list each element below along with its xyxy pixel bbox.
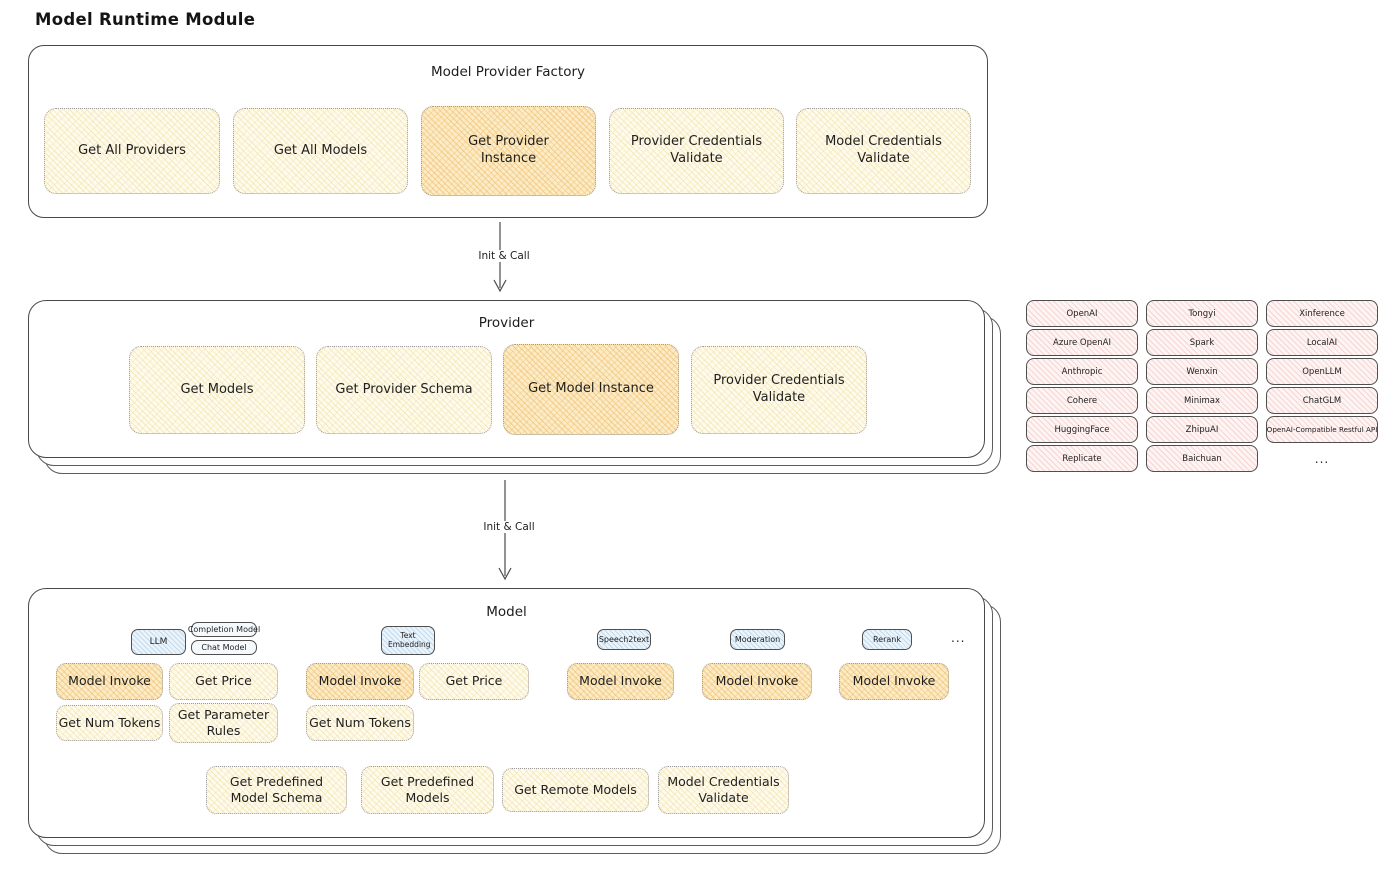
provider-chip-localai: LocalAI — [1266, 329, 1378, 356]
provider-chip-azure-openai: Azure OpenAI — [1026, 329, 1138, 356]
provider-chip-openai-compatible: OpenAI-Compatible Restful API — [1266, 416, 1378, 443]
action-box-llm-model-invoke: Model Invoke — [56, 663, 163, 700]
model-type-badge-text-embedding: Text Embedding — [381, 626, 435, 655]
action-box-llm-get-num-tokens: Get Num Tokens — [56, 705, 163, 741]
provider-box-label: Get Model Instance — [528, 381, 654, 397]
action-box-rerank-model-invoke: Model Invoke — [839, 663, 949, 700]
provider-box-get-provider-schema: Get Provider Schema — [316, 346, 492, 434]
provider-chip-replicate: Replicate — [1026, 445, 1138, 472]
factory-box-model-credentials-validate: Model Credentials Validate — [796, 108, 971, 194]
provider-chip-tongyi: Tongyi — [1146, 300, 1258, 327]
provider-chip-huggingface: HuggingFace — [1026, 416, 1138, 443]
action-box-get-predefined-models: Get Predefined Models — [361, 766, 494, 814]
init-call-label-2: Init & Call — [465, 521, 553, 533]
page-title: Model Runtime Module — [35, 10, 256, 29]
action-box-embedding-get-num-tokens: Get Num Tokens — [306, 705, 414, 741]
provider-box-get-model-instance: Get Model Instance — [503, 344, 679, 435]
provider-box-get-models: Get Models — [129, 346, 305, 434]
provider-chip-chatglm: ChatGLM — [1266, 387, 1378, 414]
factory-panel: Model Provider Factory Get All Providers… — [28, 45, 988, 218]
action-box-label: Model Credentials Validate — [667, 773, 780, 805]
provider-panel: Provider Get Models Get Provider Schema … — [28, 300, 985, 458]
model-type-tag-completion-model: Completion Model — [188, 622, 260, 637]
factory-box-provider-credentials-validate: Provider Credentials Validate — [609, 108, 784, 194]
factory-box-label: Get All Providers — [78, 142, 186, 158]
provider-chips-ellipsis: ... — [1314, 451, 1330, 466]
action-box-embedding-model-invoke: Model Invoke — [306, 663, 414, 700]
action-box-label: Get Parameter Rules — [177, 706, 270, 738]
action-box-label: Get Predefined Model Schema — [229, 773, 324, 805]
model-type-badge-moderation: Moderation — [730, 629, 785, 650]
factory-box-label: Get Provider Instance — [468, 134, 549, 166]
factory-box-label: Get All Models — [273, 142, 368, 158]
action-box-get-remote-models: Get Remote Models — [502, 768, 649, 812]
action-box-llm-get-parameter-rules: Get Parameter Rules — [169, 703, 278, 743]
provider-chips-grid: OpenAI Tongyi Xinference Azure OpenAI Sp… — [1026, 300, 1378, 472]
factory-box-get-all-models: Get All Models — [233, 108, 408, 194]
model-type-badge-rerank: Rerank — [862, 629, 912, 650]
provider-box-label: Get Provider Schema — [335, 381, 473, 397]
model-panel: Model LLM Completion Model Chat Model Te… — [28, 588, 985, 838]
action-box-get-predefined-model-schema: Get Predefined Model Schema — [206, 766, 347, 814]
action-box-llm-get-price: Get Price — [169, 663, 278, 700]
factory-box-get-all-providers: Get All Providers — [44, 108, 220, 194]
provider-chip-baichuan: Baichuan — [1146, 445, 1258, 472]
model-type-badge-speech2text: Speech2text — [597, 629, 651, 650]
init-call-label-1: Init & Call — [460, 250, 548, 262]
provider-chip-anthropic: Anthropic — [1026, 358, 1138, 385]
action-box-moderation-model-invoke: Model Invoke — [702, 663, 812, 700]
provider-box-label: Get Models — [180, 381, 254, 397]
provider-chip-minimax: Minimax — [1146, 387, 1258, 414]
model-type-badge-llm: LLM — [131, 629, 186, 655]
provider-box-provider-credentials-validate: Provider Credentials Validate — [691, 346, 867, 434]
factory-panel-title: Model Provider Factory — [430, 64, 585, 80]
provider-chip-cohere: Cohere — [1026, 387, 1138, 414]
model-panel-title: Model — [486, 604, 527, 620]
provider-chip-spark: Spark — [1146, 329, 1258, 356]
provider-chip-openai: OpenAI — [1026, 300, 1138, 327]
model-type-tag-chat-model: Chat Model — [191, 640, 257, 655]
model-types-ellipsis: ... — [951, 631, 966, 645]
factory-box-label: Provider Credentials Validate — [630, 134, 763, 166]
badge-label: Text Embedding — [388, 630, 431, 649]
provider-chip-openllm: OpenLLM — [1266, 358, 1378, 385]
factory-box-label: Model Credentials Validate — [825, 134, 942, 166]
action-box-speech2text-model-invoke: Model Invoke — [567, 663, 674, 700]
provider-chip-xinference: Xinference — [1266, 300, 1378, 327]
action-box-embedding-get-price: Get Price — [419, 663, 529, 700]
provider-box-label: Provider Credentials Validate — [713, 373, 845, 405]
provider-chip-zhipuai: ZhipuAI — [1146, 416, 1258, 443]
factory-box-get-provider-instance: Get Provider Instance — [421, 106, 596, 196]
action-box-label: Get Predefined Models — [380, 773, 475, 805]
provider-chip-wenxin: Wenxin — [1146, 358, 1258, 385]
provider-panel-title: Provider — [478, 315, 535, 331]
action-box-model-credentials-validate: Model Credentials Validate — [658, 766, 789, 814]
